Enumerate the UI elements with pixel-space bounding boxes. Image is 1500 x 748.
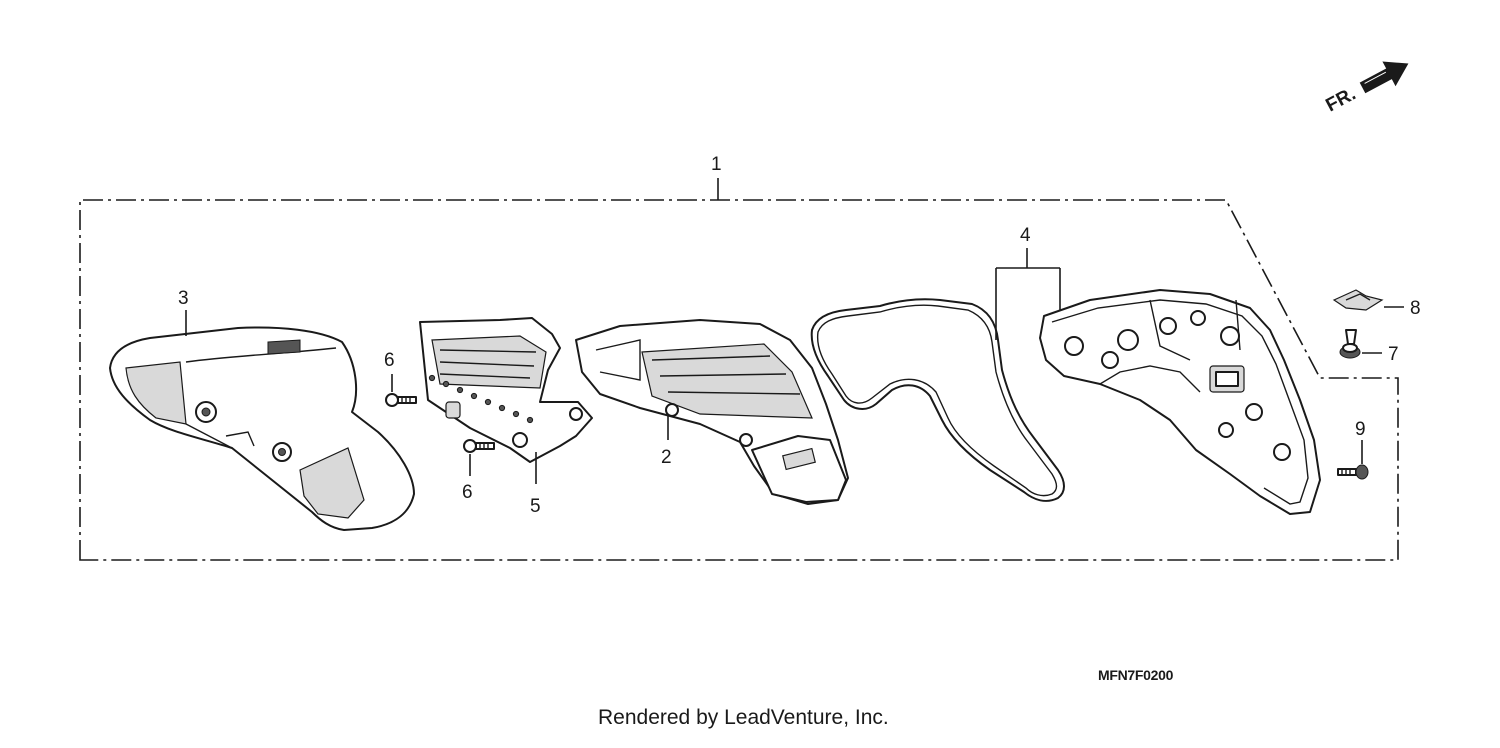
callout-5[interactable]: 5 [530,496,541,517]
meter-case[interactable] [575,319,849,505]
clip[interactable] [1332,289,1384,311]
callout-2[interactable]: 2 [661,447,672,468]
tapping-screw[interactable] [1337,464,1369,480]
diagram-code: MFN7F0200 [1098,667,1174,683]
screw-lower[interactable] [463,439,495,453]
callout-3[interactable]: 3 [178,288,189,309]
callout-6-upper[interactable]: 6 [384,350,395,371]
credit-text: Rendered by LeadVenture, Inc. [598,706,889,729]
callout-8[interactable]: 8 [1410,298,1421,319]
front-direction-arrow-icon: FR. [1322,61,1409,117]
callout-1[interactable]: 1 [711,154,722,175]
grommet[interactable] [1339,329,1361,359]
callout-7[interactable]: 7 [1388,344,1399,365]
gasket[interactable] [810,298,1065,502]
callout-6-lower[interactable]: 6 [462,482,473,503]
callout-4[interactable]: 4 [1020,225,1031,246]
screw-upper[interactable] [385,393,417,407]
callout-9[interactable]: 9 [1355,419,1366,440]
meter-holder[interactable] [419,317,593,463]
meter-visor[interactable] [109,326,415,531]
meter-upper-case[interactable] [1039,289,1321,515]
fr-label: FR. [1322,84,1359,117]
